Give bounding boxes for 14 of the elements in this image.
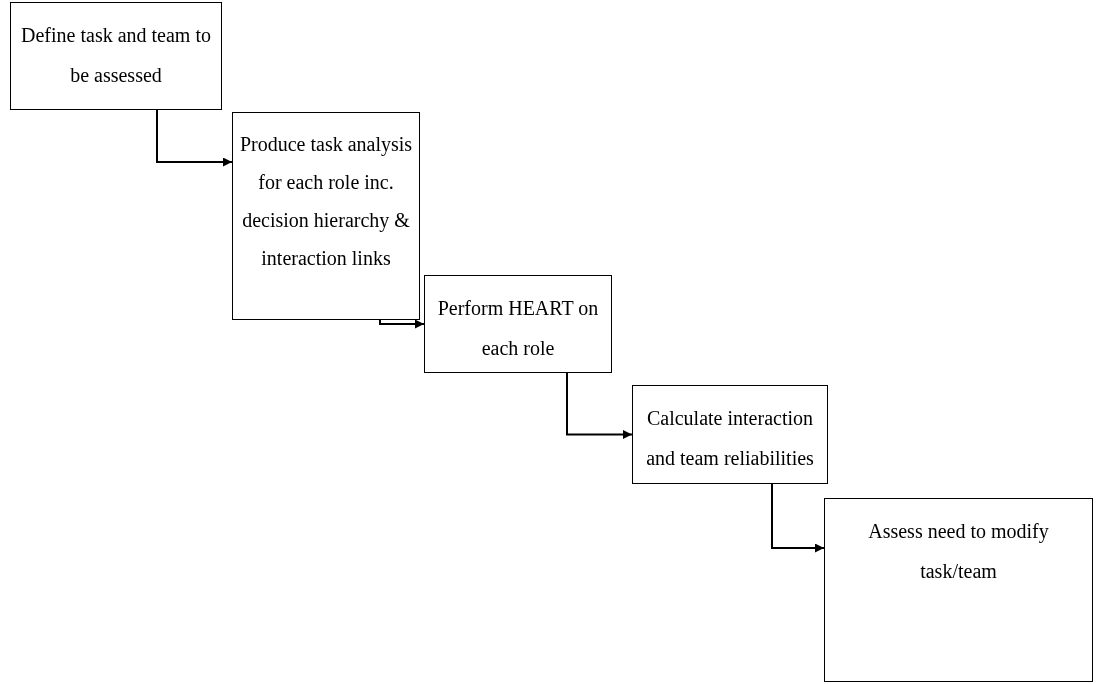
arrow bbox=[566, 372, 633, 439]
arrow bbox=[379, 319, 425, 329]
process-box bbox=[424, 275, 612, 373]
arrow bbox=[156, 109, 233, 167]
arrow bbox=[771, 483, 825, 553]
process-box bbox=[10, 2, 222, 110]
process-box bbox=[824, 498, 1093, 682]
box-label: Perform HEART on each role bbox=[436, 296, 600, 361]
box-label: Produce task analysis for each role inc. decision hierarchy & interaction links bbox=[239, 132, 413, 271]
box-label: Assess need to modify task/team bbox=[867, 519, 1050, 584]
process-box bbox=[632, 385, 828, 484]
box-label: Calculate interaction and team reliabilities bbox=[645, 406, 815, 471]
process-box bbox=[232, 112, 420, 320]
box-label: Define task and team to be assessed bbox=[20, 23, 212, 88]
